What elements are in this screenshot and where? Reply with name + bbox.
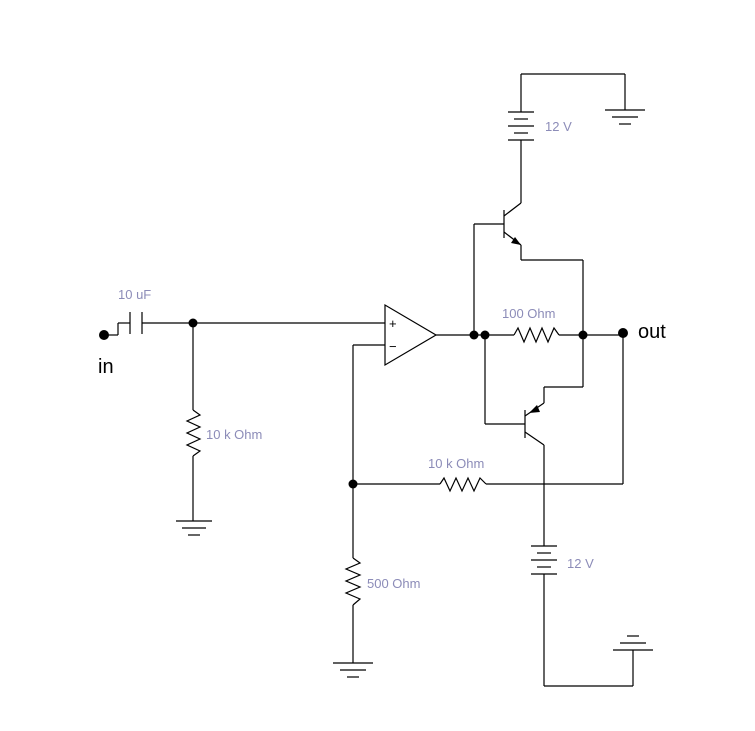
bottom-battery	[531, 545, 634, 687]
inverting-input-wire	[352, 344, 385, 484]
output-resistor	[485, 326, 623, 344]
opamp-plus-sign: +	[389, 316, 397, 331]
ground-resistor	[344, 484, 362, 663]
output-terminal-label: out	[638, 321, 666, 343]
upper-transistor	[473, 141, 583, 335]
output-resistor-label: 100 Ohm	[502, 306, 555, 321]
input-capacitor-label: 10 uF	[118, 287, 151, 302]
input-terminal-node[interactable]	[99, 330, 109, 340]
ground-symbol-feedback	[333, 662, 373, 678]
bottom-battery-label: 12 V	[567, 556, 594, 571]
ground-symbol-top	[605, 109, 645, 125]
ground-symbol-input	[176, 520, 212, 536]
opamp-minus-sign: −	[389, 339, 397, 354]
input-resistor	[185, 323, 202, 521]
feedback-wiring	[353, 333, 624, 493]
lower-transistor	[484, 335, 583, 546]
input-resistor-label: 10 k Ohm	[206, 427, 262, 442]
input-terminal-label: in	[98, 356, 114, 378]
feedback-resistor-label: 10 k Ohm	[428, 456, 484, 471]
opamp	[384, 303, 438, 367]
top-battery	[508, 73, 626, 141]
ground-resistor-label: 500 Ohm	[367, 576, 420, 591]
top-battery-label: 12 V	[545, 119, 572, 134]
input-capacitor	[129, 312, 143, 334]
input-wiring	[104, 322, 385, 336]
ground-symbol-bottom	[613, 635, 653, 651]
